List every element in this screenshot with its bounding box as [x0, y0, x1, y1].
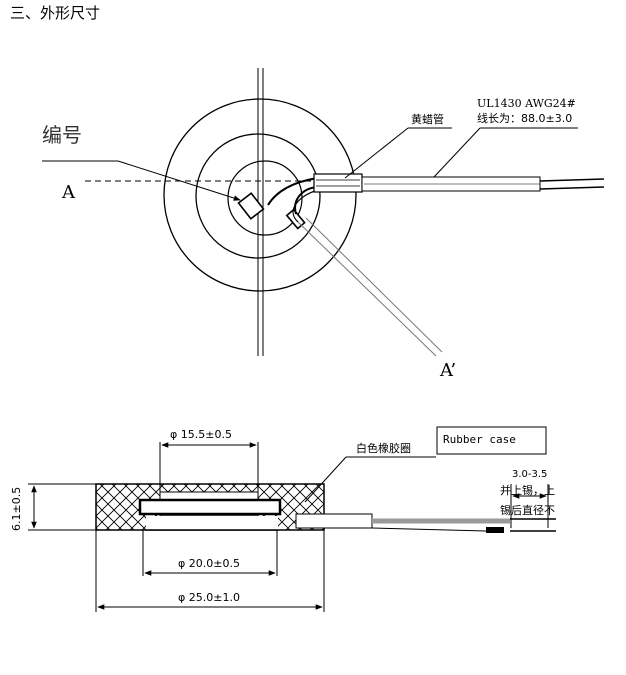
dim-outer-label: φ 25.0±1.0 [178, 591, 240, 604]
wire-curve-1 [267, 177, 319, 206]
rubber-label-en: Rubber case [443, 433, 516, 446]
wire-channel [295, 513, 373, 529]
outer-ring [163, 98, 357, 292]
inner-disc [227, 160, 303, 236]
section-view: φ 15.5±0.5 φ 20.0±0.5 φ 25.0±1.0 6.1±0.5… [10, 426, 556, 612]
rubber-label-cn: 白色橡胶圈 [356, 441, 411, 455]
dim-height-label: 6.1±0.5 [10, 487, 23, 531]
label-sleeve: 黄蜡管 [411, 112, 444, 126]
middle-ring [195, 133, 321, 259]
dim-inner-label: φ 15.5±0.5 [170, 428, 232, 441]
piezo-element [138, 498, 282, 516]
label-wire-length: 线长为：88.0±3.0 [477, 111, 572, 125]
solder-pad-left [237, 192, 265, 220]
section-line-a-prime [297, 221, 437, 357]
dim-mid-label: φ 20.0±0.5 [178, 557, 240, 570]
label-wire-spec: UL1430 AWG24# [477, 97, 576, 110]
sleeve [313, 173, 363, 193]
rubber-case-box [436, 426, 547, 455]
dim-tin-label: 3.0-3.5 [512, 469, 547, 480]
label-number: 编号 [42, 123, 82, 147]
wire-end-lower [539, 186, 605, 190]
section-title: 三、外形尺寸 [10, 4, 100, 22]
tin-note-line1: 并上锡，上 [500, 483, 555, 497]
wire-end-upper [539, 178, 605, 182]
top-view: 编号 A A’ 黄蜡管 UL1430 AWG24# 线长为：88.0±3.0 [42, 68, 605, 381]
tinned-end [486, 527, 504, 533]
bottom-opening [146, 516, 278, 530]
label-a-prime: A’ [439, 360, 456, 381]
tin-note-line2: 锡后直径不 [500, 503, 555, 517]
label-a: A [61, 182, 76, 203]
